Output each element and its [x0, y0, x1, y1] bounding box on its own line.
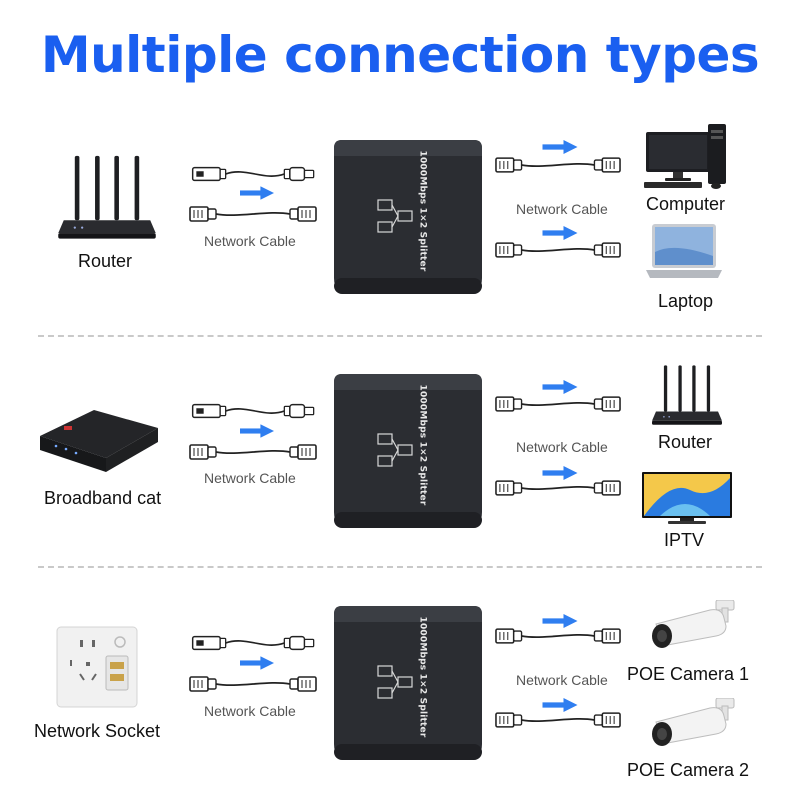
- ethernet-cable-icon: [188, 440, 318, 464]
- router-icon: [646, 364, 728, 430]
- output-label: POE Camera 1: [627, 664, 750, 684]
- modem-icon: [40, 410, 158, 472]
- cable-label: Network Cable: [516, 439, 608, 455]
- source-label: Router: [78, 251, 133, 271]
- connection-section-1: Router Network Cable 1000Mbps 1×2 Splitt…: [0, 118, 800, 348]
- section-divider: [38, 335, 762, 337]
- usb-cable-icon: [188, 632, 322, 654]
- tv-icon: [642, 472, 732, 524]
- camera-icon: [652, 698, 735, 746]
- ethernet-cable-icon: [494, 392, 622, 416]
- computer-icon: [644, 124, 726, 189]
- connection-section-2: Broadband cat Network Cable 1000Mbps 1×2…: [0, 354, 800, 584]
- laptop-icon: [646, 224, 722, 278]
- cable-label: Network Cable: [204, 470, 296, 486]
- cable-label: Network Cable: [516, 201, 608, 217]
- connection-section-3: Network Socket Network Cable 1000Mbps 1×…: [0, 588, 800, 800]
- ethernet-cable-icon: [188, 202, 318, 226]
- wall-socket-icon: [56, 626, 138, 708]
- splitter-label: 1000Mbps 1×2 Splitter: [417, 384, 428, 506]
- cable-label: Network Cable: [204, 233, 296, 249]
- splitter-device: [332, 604, 484, 762]
- page-title: Multiple connection types: [40, 26, 760, 84]
- arrow-right-icon: [542, 140, 578, 154]
- ethernet-cable-icon: [494, 708, 622, 732]
- arrow-right-icon: [240, 424, 274, 438]
- section-divider: [38, 566, 762, 568]
- output-label: IPTV: [664, 530, 705, 550]
- ethernet-cable-icon: [494, 153, 622, 177]
- splitter-label: 1000Mbps 1×2 Splitter: [417, 616, 428, 738]
- source-label: Broadband cat: [44, 488, 162, 508]
- source-label: Network Socket: [34, 721, 161, 741]
- output-label: Laptop: [658, 291, 714, 311]
- splitter-device: [332, 372, 484, 530]
- ethernet-cable-icon: [494, 238, 622, 262]
- output-label: Router: [658, 432, 713, 452]
- splitter-device: [332, 138, 484, 296]
- usb-cable-icon: [188, 400, 322, 422]
- ethernet-cable-icon: [494, 476, 622, 500]
- cable-label: Network Cable: [516, 672, 608, 688]
- arrow-right-icon: [240, 656, 274, 670]
- output-label: POE Camera 2: [627, 760, 750, 780]
- output-label: Computer: [646, 194, 726, 214]
- ethernet-cable-icon: [188, 672, 318, 696]
- usb-cable-icon: [188, 163, 322, 185]
- camera-icon: [652, 600, 735, 648]
- cable-label: Network Cable: [204, 703, 296, 719]
- ethernet-cable-icon: [494, 624, 622, 648]
- router-icon: [52, 154, 162, 246]
- arrow-right-icon: [240, 186, 274, 200]
- splitter-label: 1000Mbps 1×2 Splitter: [417, 150, 428, 272]
